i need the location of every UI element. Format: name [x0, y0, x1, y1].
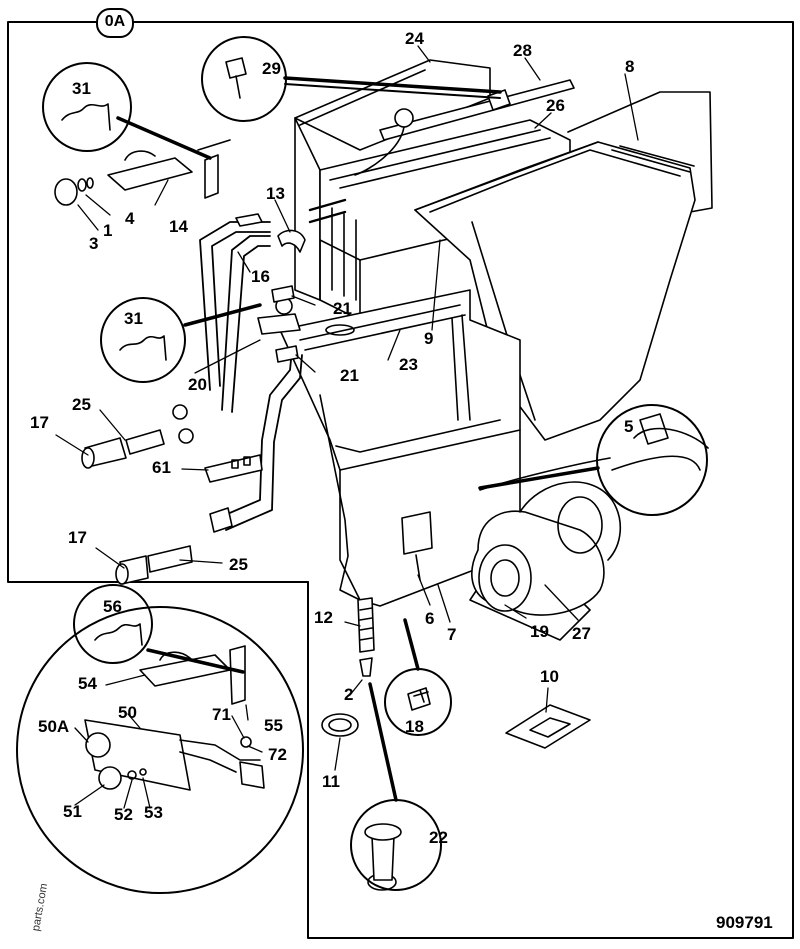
- frame-lines: [7, 21, 794, 939]
- part-label-5: 5: [624, 417, 634, 436]
- part-label-10: 10: [540, 667, 559, 686]
- part-label-16: 16: [251, 267, 270, 286]
- part-label-26: 26: [546, 96, 565, 115]
- part-label-31a: 31: [72, 79, 91, 98]
- part-label-20: 20: [188, 375, 207, 394]
- control-unit-lower: [84, 645, 265, 791]
- part-label-6: 6: [425, 609, 435, 628]
- part-label-21b: 21: [340, 366, 359, 385]
- part-label-2: 2: [344, 685, 354, 704]
- heater-matrix: [308, 119, 571, 321]
- part-label-13: 13: [266, 184, 285, 203]
- part-label-19: 19: [530, 622, 549, 641]
- part-label-56: 56: [103, 597, 122, 616]
- part-label-23: 23: [399, 355, 418, 374]
- part-label-31b: 31: [124, 309, 143, 328]
- part-label-72: 72: [268, 745, 287, 764]
- part-label-18: 18: [405, 717, 424, 736]
- part-label-24: 24: [405, 29, 424, 48]
- part-label-17a: 17: [30, 413, 49, 432]
- part-label-71: 71: [212, 705, 231, 724]
- part-label-12: 12: [314, 608, 333, 627]
- part-label-11: 11: [322, 772, 340, 791]
- pipe-connectors: [81, 404, 233, 585]
- small-fixings: [321, 413, 701, 891]
- part-label-28: 28: [513, 41, 532, 60]
- part-label-27: 27: [572, 624, 591, 643]
- part-label-17b: 17: [68, 528, 87, 547]
- figure-number: 909791: [716, 913, 773, 932]
- section-badge: 0A: [96, 8, 134, 38]
- part-label-3: 3: [89, 234, 99, 253]
- part-label-7: 7: [447, 625, 457, 644]
- part-label-1: 1: [103, 221, 113, 240]
- part-label-54: 54: [78, 674, 97, 693]
- part-label-25b: 25: [229, 555, 248, 574]
- part-label-14: 14: [169, 217, 188, 236]
- filter-panel: [294, 59, 491, 301]
- part-label-52: 52: [114, 805, 133, 824]
- support-rod: [354, 79, 575, 176]
- blower-assembly: [469, 481, 622, 641]
- part-label-22: 22: [429, 828, 448, 847]
- air-duct: [414, 91, 713, 441]
- coolant-valve: [257, 285, 301, 363]
- part-label-9: 9: [424, 329, 434, 348]
- part-label-4: 4: [125, 209, 135, 228]
- leader-lines: [55, 45, 639, 809]
- part-label-51: 51: [63, 802, 82, 821]
- hose-connectors: [235, 213, 306, 253]
- part-label-8: 8: [625, 57, 635, 76]
- part-label-61: 61: [152, 458, 171, 477]
- part-label-50: 50: [118, 703, 137, 722]
- part-label-53: 53: [144, 803, 163, 822]
- part-label-25a: 25: [72, 395, 91, 414]
- part-label-21a: 21: [333, 299, 352, 318]
- heater-housing: [279, 289, 521, 607]
- mounting-bracket: [204, 454, 263, 483]
- part-label-55: 55: [264, 716, 283, 735]
- part-label-29: 29: [262, 59, 281, 78]
- control-unit-upper: [54, 139, 231, 206]
- detail-contents: [61, 57, 709, 711]
- part-label-50A: 50A: [38, 717, 70, 736]
